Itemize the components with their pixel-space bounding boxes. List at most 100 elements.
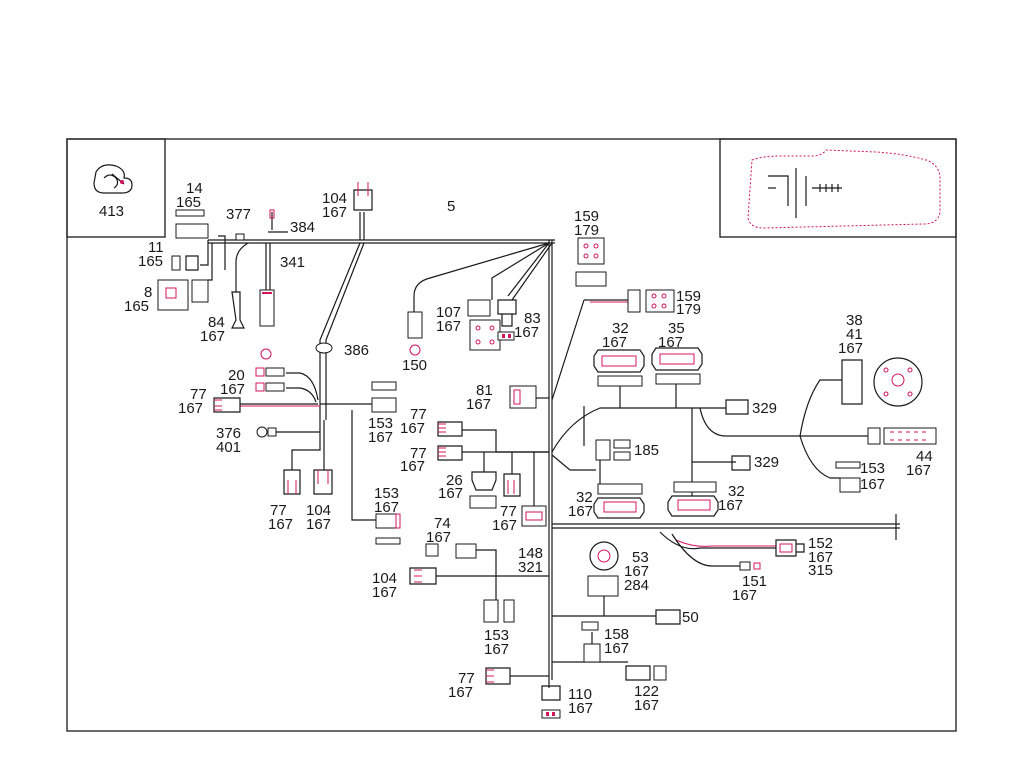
part-label: 315 (808, 562, 833, 579)
part-label: 41 (846, 326, 863, 343)
part-label: 321 (518, 559, 543, 576)
part-label: 167 (492, 517, 517, 534)
part-label: 167 (808, 549, 833, 566)
part-label: 151 (742, 573, 767, 590)
part-label: 329 (754, 454, 779, 471)
part-label: 167 (372, 584, 397, 601)
part-label: 384 (290, 219, 315, 236)
part-label: 26 (446, 472, 463, 489)
part-label: 32 (728, 483, 745, 500)
part-label: 165 (138, 253, 163, 270)
part-label: 179 (676, 301, 701, 318)
part-label: 150 (402, 357, 427, 374)
part-label: 167 (718, 497, 743, 514)
part-label: 159 (574, 208, 599, 225)
part-label: 377 (226, 206, 251, 223)
part-label: 167 (568, 700, 593, 717)
part-label: 167 (400, 420, 425, 437)
part-label: 11 (148, 239, 164, 256)
vehicle-outline-icon (747, 149, 941, 229)
part-label: 153 (368, 415, 393, 432)
cable-clip-icon (93, 164, 133, 194)
part-label: 167 (906, 462, 931, 479)
part-label: 284 (624, 577, 649, 594)
part-label: 38 (846, 312, 863, 329)
part-label: 167 (634, 697, 659, 714)
part-label: 167 (466, 396, 491, 413)
vehicle-locator-box (719, 138, 957, 238)
part-label: 104 (322, 190, 347, 207)
part-label: 167 (368, 429, 393, 446)
part-label: 74 (434, 515, 451, 532)
part-label: 185 (634, 442, 659, 459)
part-label: 153 (860, 460, 885, 477)
part-label: 167 (400, 458, 425, 475)
part-label: 77 (458, 670, 475, 687)
part-label: 32 (612, 320, 629, 337)
part-label: 167 (436, 318, 461, 335)
part-label: 84 (208, 314, 225, 331)
part-label: 8 (144, 284, 152, 301)
part-label: 77 (410, 406, 427, 423)
part-label: 167 (178, 400, 203, 417)
part-label: 167 (426, 529, 451, 546)
part-label: 165 (124, 298, 149, 315)
part-label: 107 (436, 304, 461, 321)
part-label: 341 (280, 254, 305, 271)
part-label: 167 (484, 641, 509, 658)
part-label: 158 (604, 626, 629, 643)
part-label: 81 (476, 382, 493, 399)
part-label: 167 (658, 334, 683, 351)
part-labels: 14 165 377 384 104 167 5 11 165 341 8 16… (124, 180, 933, 717)
part-label: 77 (500, 503, 517, 520)
part-label: 167 (568, 503, 593, 520)
part-label: 167 (602, 334, 627, 351)
part-label: 83 (524, 310, 541, 327)
part-label: 167 (732, 587, 757, 604)
part-label: 5 (447, 198, 455, 215)
part-label: 44 (916, 448, 933, 465)
part-label: 401 (216, 439, 241, 456)
part-label: 167 (838, 340, 863, 357)
diagram-frame (66, 138, 957, 732)
part-label: 167 (448, 684, 473, 701)
legend-box (66, 138, 166, 238)
part-label: 50 (682, 609, 699, 626)
part-label: 20 (228, 367, 245, 384)
part-label: 77 (410, 445, 427, 462)
part-label: 167 (220, 381, 245, 398)
part-label: 152 (808, 535, 833, 552)
part-label: 104 (306, 502, 331, 519)
part-label: 165 (176, 194, 201, 211)
part-label: 167 (306, 516, 331, 533)
part-label: 386 (344, 342, 369, 359)
part-label: 167 (624, 563, 649, 580)
part-label: 53 (632, 549, 649, 566)
part-label: 153 (374, 485, 399, 502)
part-label: 167 (200, 328, 225, 345)
part-label: 167 (604, 640, 629, 657)
part-label: 148 (518, 545, 543, 562)
part-label: 167 (268, 516, 293, 533)
part-label: 153 (484, 627, 509, 644)
part-label: 32 (576, 489, 593, 506)
part-label: 179 (574, 222, 599, 239)
part-label: 122 (634, 683, 659, 700)
part-label: 104 (372, 570, 397, 587)
part-label: 329 (752, 400, 777, 417)
part-label: 376 (216, 425, 241, 442)
part-label: 167 (322, 204, 347, 221)
part-label: 77 (270, 502, 287, 519)
legend-label: 413 (99, 203, 124, 220)
part-label: 167 (438, 485, 463, 502)
part-label: 159 (676, 288, 701, 305)
part-label: 110 (568, 686, 592, 703)
part-label: 14 (186, 180, 203, 197)
part-label: 167 (860, 476, 885, 493)
part-label: 167 (514, 324, 539, 341)
part-label: 35 (668, 320, 685, 337)
part-label: 167 (374, 499, 399, 516)
harness-lines (200, 212, 900, 688)
part-label: 77 (190, 386, 207, 403)
